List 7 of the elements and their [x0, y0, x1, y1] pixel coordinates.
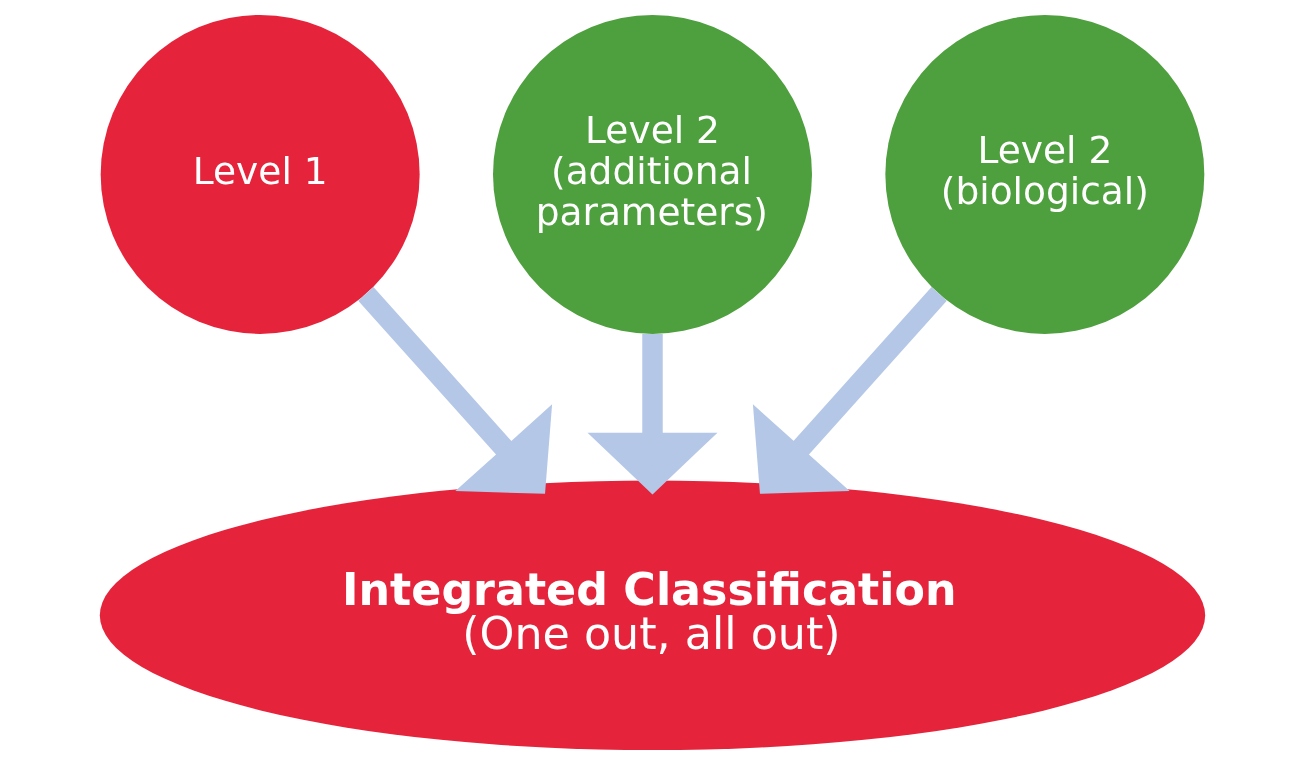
arrow — [587, 334, 717, 495]
node-circle: Level 2 (biological) — [884, 14, 1204, 334]
arrow — [752, 287, 947, 494]
arrow — [357, 287, 552, 494]
node-ellipse: Integrated Classification (One out, all out) — [99, 480, 1205, 751]
node-circle: Level 1 — [100, 14, 420, 334]
node-circle: Level 2 (additional parameters) — [492, 14, 812, 334]
